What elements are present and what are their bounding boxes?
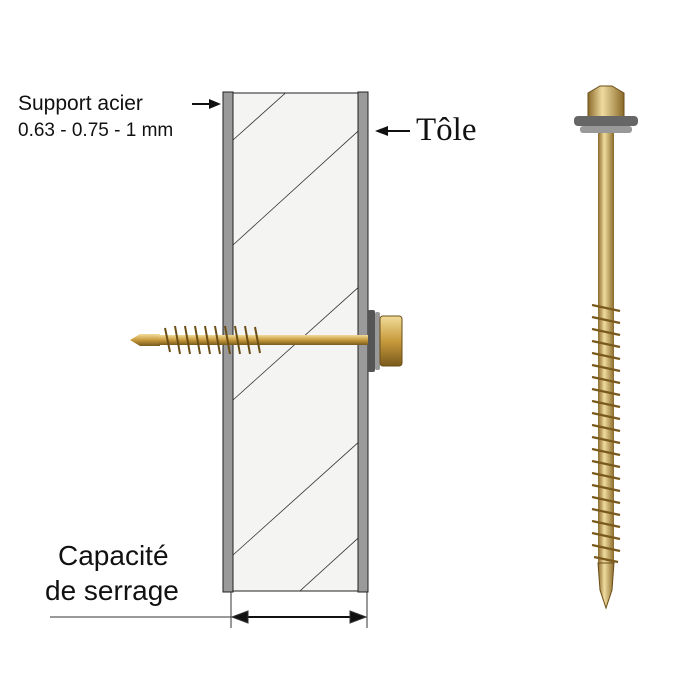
clamp-label-line2: de serrage	[45, 575, 179, 606]
clamping-dimension	[50, 592, 368, 628]
sheet-label: Tôle	[416, 112, 477, 148]
sheet-arrow	[375, 126, 410, 136]
support-arrow	[192, 99, 221, 109]
hatching	[233, 93, 358, 591]
screw-product	[574, 85, 638, 610]
support-label: Support acier	[18, 92, 143, 115]
screw-installed	[130, 310, 403, 372]
thickness-label: 0.63 - 0.75 - 1 mm	[18, 120, 174, 141]
clamp-label-line1: Capacité	[58, 540, 169, 571]
